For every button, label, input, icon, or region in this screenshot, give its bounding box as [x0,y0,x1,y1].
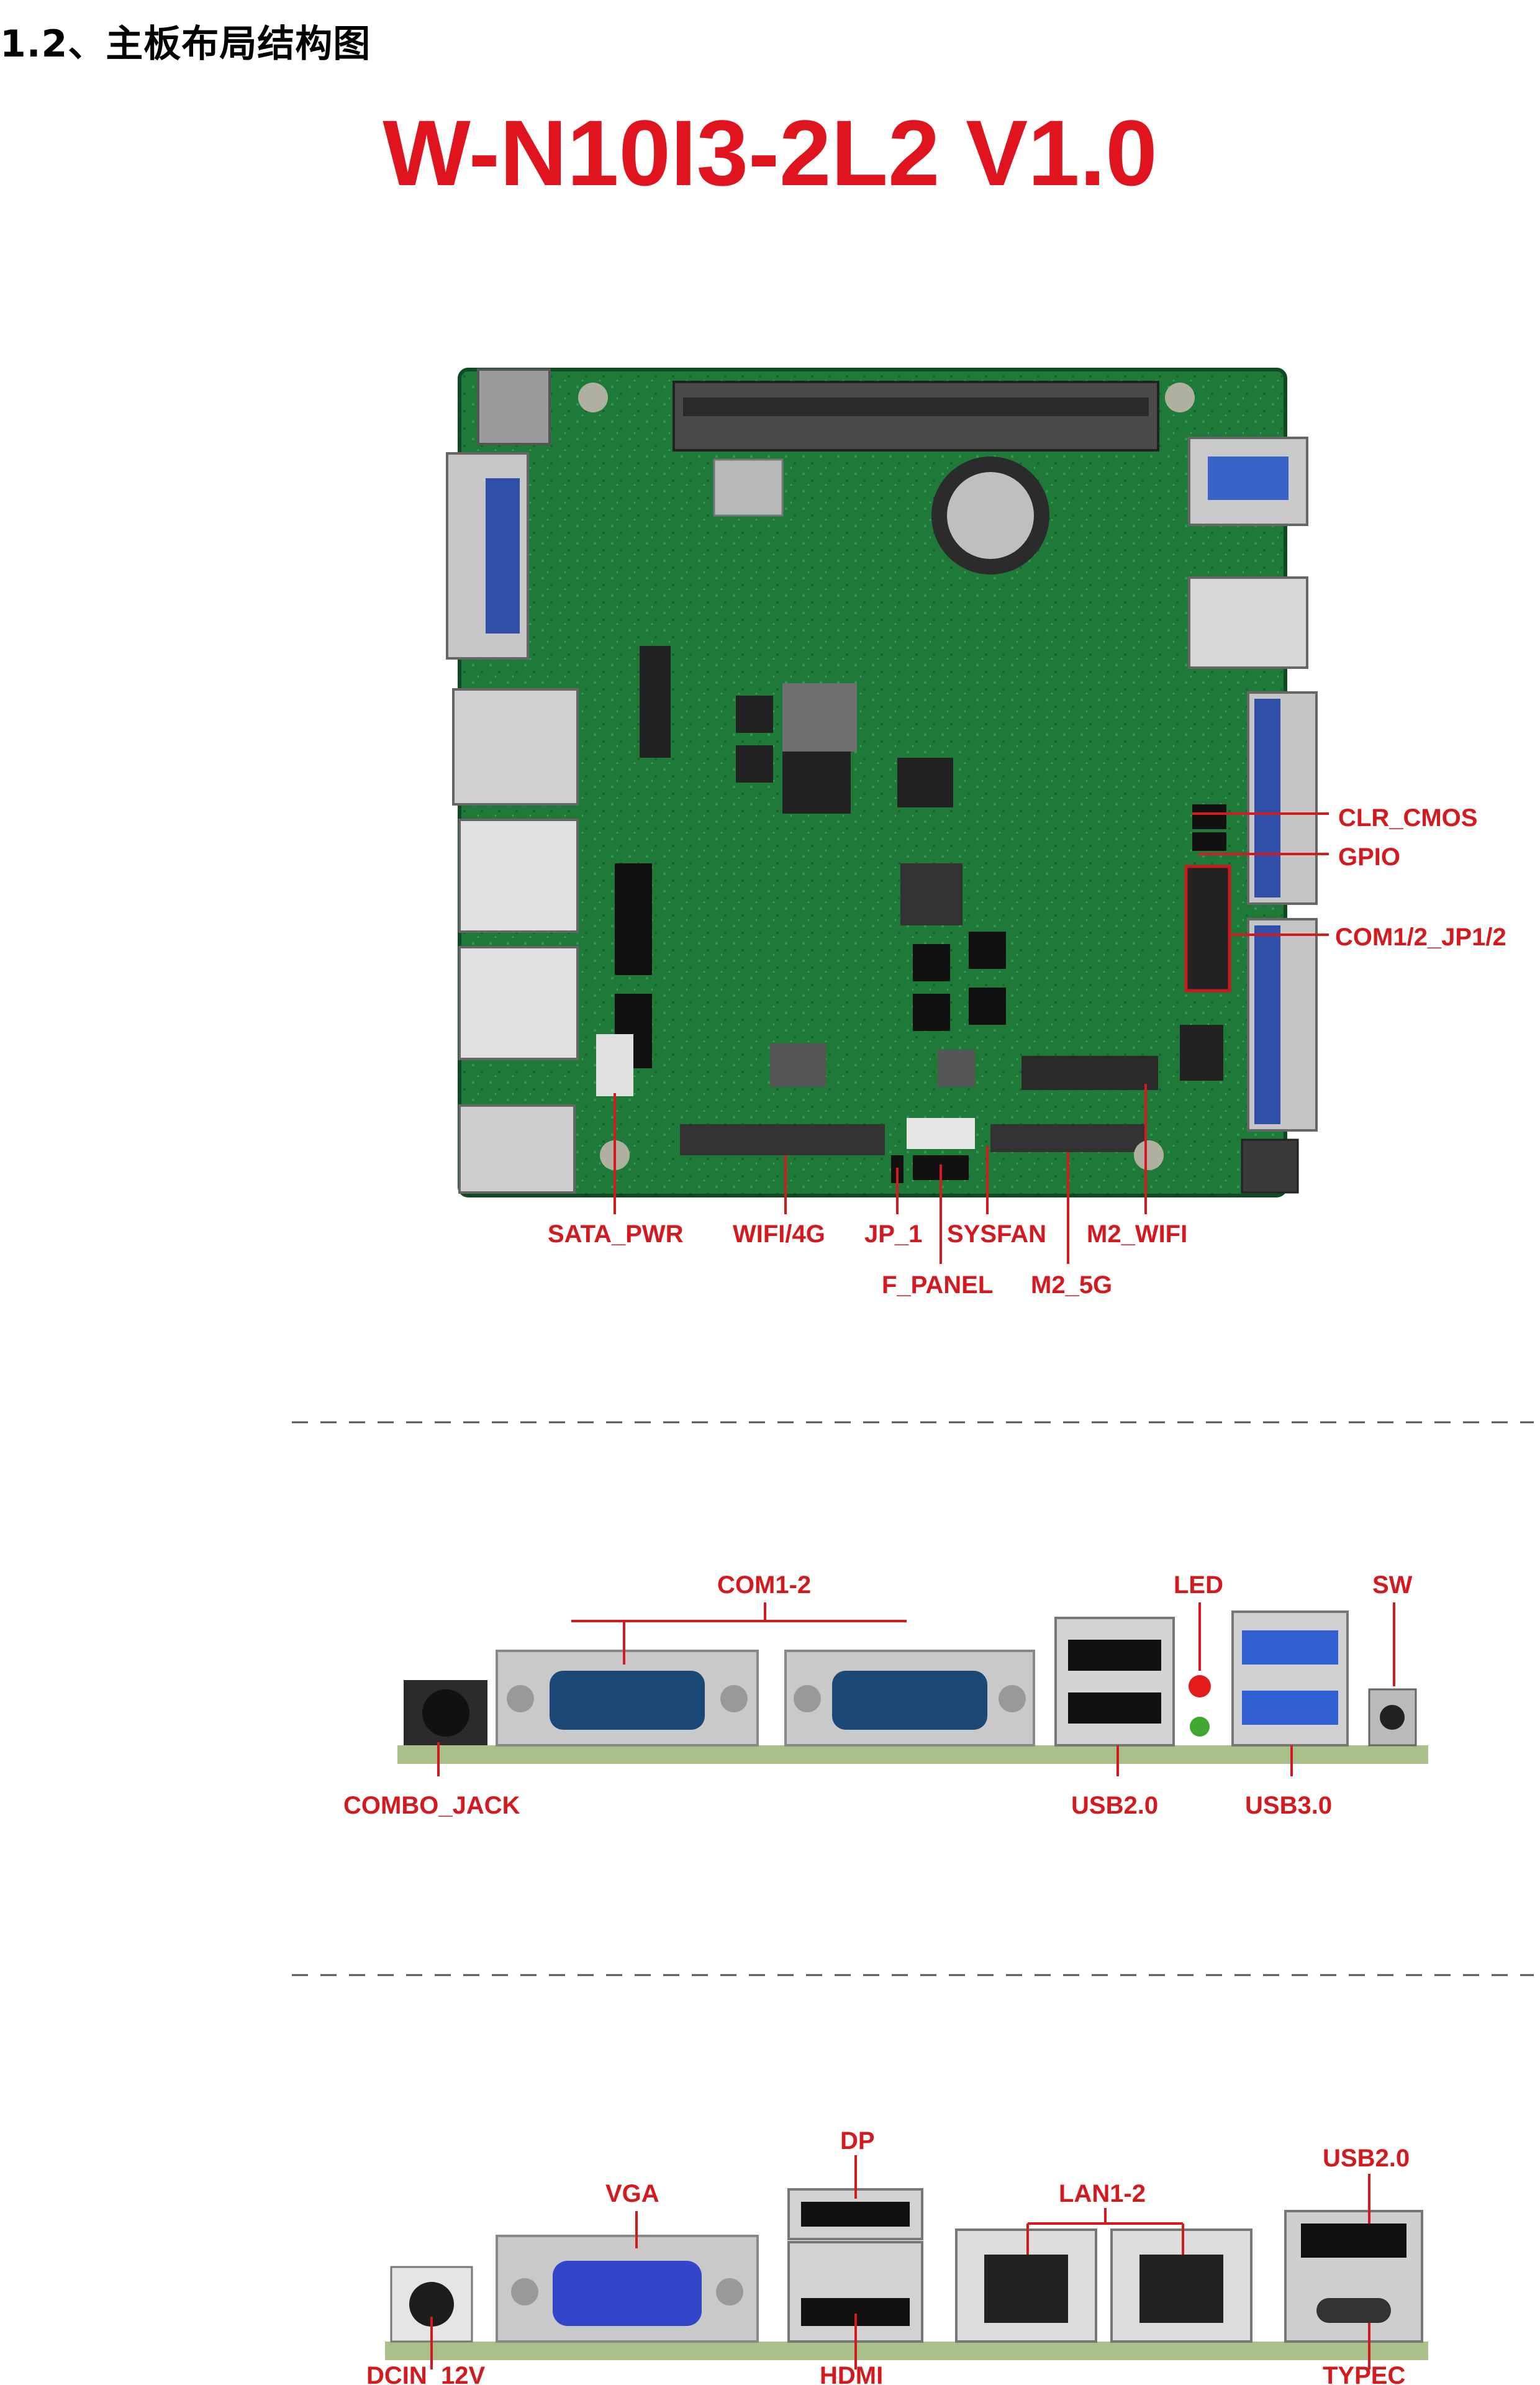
label-com-jp: COM1/2_JP1/2 [1335,924,1506,951]
board-usb20 [1188,576,1308,669]
label-clr-cmos: CLR_CMOS [1338,804,1477,832]
board-wifi4g-slot [680,1124,885,1155]
label-dp: DP [840,2127,875,2155]
label-m2-5g: M2_5G [1031,1271,1112,1299]
label-gpio: GPIO [1338,843,1400,871]
label-usb30: USB3.0 [1245,1792,1332,1819]
label-hdmi: HDMI [820,2362,883,2385]
io-view-video-side [385,2155,1428,2369]
label-jp-1: JP_1 [864,1220,922,1248]
board-lan2 [458,946,579,1060]
board-dc-jack [477,368,551,445]
usb20-stack [1054,1617,1175,1747]
label-lan1-2: LAN1-2 [1059,2180,1146,2207]
label-com1-2: COM1-2 [717,1571,811,1599]
led-red [1189,1675,1211,1697]
board-sysfan-header [907,1118,975,1149]
label-led: LED [1174,1571,1223,1599]
board-sata-pwr-header [596,1034,633,1096]
label-vga: VGA [605,2180,659,2207]
label-sw: SW [1372,1571,1413,1599]
label-f-panel: F_PANEL [882,1271,993,1299]
board-leader-lines [614,812,1329,1264]
label-usb20-top: USB2.0 [1071,1792,1158,1819]
io-view-com-side [397,1602,1428,1776]
label-dcin: DCIN_12V [366,2362,486,2385]
label-m2-wifi: M2_WIFI [1087,1220,1187,1248]
label-wifi-4g: WIFI/4G [733,1220,825,1248]
board-m2-5g-slot [990,1124,1146,1152]
model-title: W-N10I3-2L2 V1.0 [383,101,1157,205]
led-green [1190,1717,1210,1737]
power-switch [1368,1688,1417,1747]
board-usb-typec [458,1104,576,1194]
section-heading: 1.2、主板布局结构图 [0,22,371,66]
label-combo-jack: COMBO_JACK [343,1792,520,1819]
label-usb20-bottom: USB2.0 [1323,2145,1410,2172]
board-m2-wifi-slot [1021,1056,1158,1090]
board-dp-hdmi [452,688,579,806]
label-sysfan: SYSFAN [947,1220,1046,1248]
label-sata-pwr: SATA_PWR [548,1220,684,1248]
board-top-view [446,368,1318,1197]
label-typec: TYPEC [1323,2362,1405,2385]
board-lan1 [458,819,579,933]
